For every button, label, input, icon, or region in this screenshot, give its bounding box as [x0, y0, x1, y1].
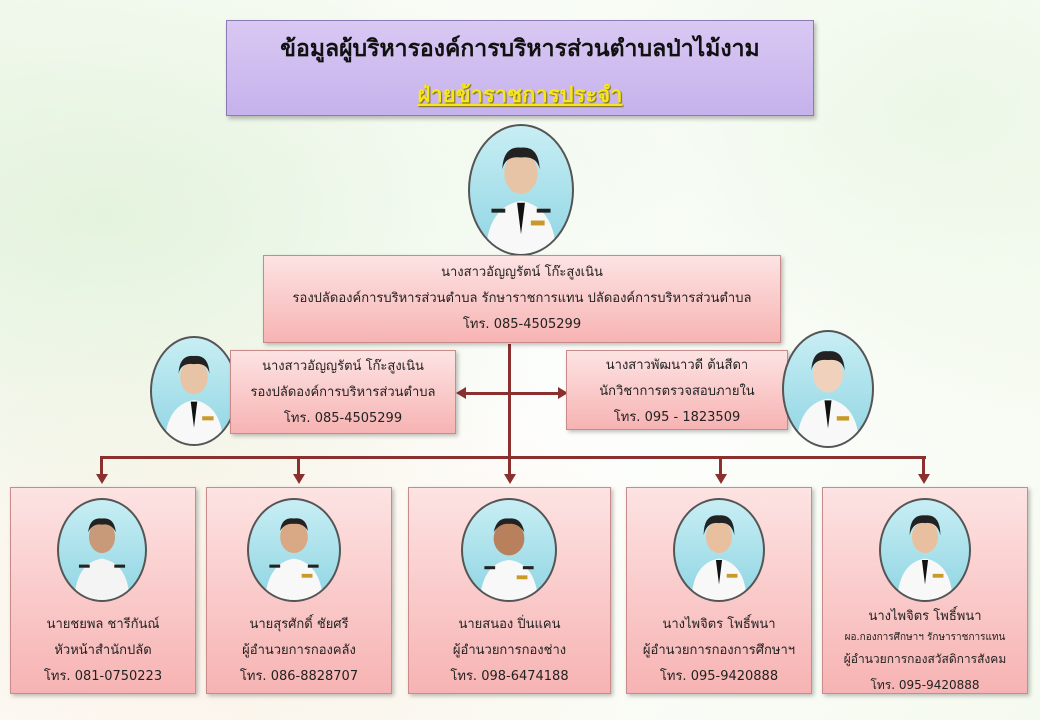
bottom-person-position-4: ผู้อำนวยการกองการศึกษาฯ	[642, 643, 796, 658]
page-title: ข้อมูลผู้บริหารองค์การบริหารส่วนตำบลป่าไ…	[280, 36, 760, 62]
connector-drop-1	[100, 456, 103, 476]
arrow-left-icon	[456, 387, 466, 399]
bottom-person-position-3: ผู้อำนวยการกองช่าง	[452, 643, 567, 658]
bottom-person-name-4: นางไพจิตร โพธิ์พนา	[662, 617, 776, 632]
right-person-phone: โทร. 095 - 1823509	[613, 410, 741, 425]
connector-drop-5	[922, 456, 925, 476]
person-portrait-icon	[74, 518, 130, 600]
connector-drop-4	[719, 456, 722, 476]
arrow-down-icon	[96, 474, 108, 484]
right-person-position: นักวิชาการตรวจสอบภายใน	[599, 384, 755, 399]
bottom-person-phone-4: โทร. 095-9420888	[659, 669, 779, 684]
connector-bus-horizontal	[100, 456, 926, 459]
left-person-card: นางสาวอัญญรัตน์ โก๊ะสูงเนิน รองปลัดองค์ก…	[230, 350, 456, 434]
top-person-position: รองปลัดองค์การบริหารส่วนตำบล รักษาราชการ…	[292, 291, 752, 306]
bottom-person-note-5: ผอ.กองการศึกษาฯ รักษาราชการแทน	[844, 632, 1006, 643]
connector-main-vertical	[508, 344, 511, 474]
bottom-person-photo-3	[461, 498, 557, 602]
bottom-person-photo-1	[57, 498, 147, 602]
bottom-person-position-5: ผู้อำนวยการกองสวัสดิการสังคม	[843, 652, 1007, 666]
bottom-person-name-3: นายสนอง ปิ่นแคน	[458, 617, 561, 632]
bottom-card-3: นายสนอง ปิ่นแคน ผู้อำนวยการกองช่าง โทร. …	[408, 487, 611, 694]
top-person-name: นางสาวอัญญรัตน์ โก๊ะสูงเนิน	[441, 265, 603, 280]
bottom-person-photo-4	[673, 498, 765, 602]
person-portrait-icon	[485, 147, 557, 254]
person-portrait-icon	[264, 518, 324, 600]
bottom-person-phone-1: โทร. 081-0750223	[43, 669, 163, 684]
connector-drop-2	[297, 456, 300, 476]
arrow-right-icon	[558, 387, 568, 399]
bottom-person-name-2: นายสุรศักดิ์ ชัยศรี	[249, 617, 349, 632]
arrow-down-icon	[918, 474, 930, 484]
left-person-name: นางสาวอัญญรัตน์ โก๊ะสูงเนิน	[262, 359, 424, 374]
bottom-person-phone-2: โทร. 086-8828707	[239, 669, 359, 684]
left-person-position: รองปลัดองค์การบริหารส่วนตำบล	[250, 385, 436, 400]
arrow-down-icon	[504, 474, 516, 484]
right-person-name: นางสาวพัฒนาวดี ต้นสีดา	[605, 358, 749, 373]
person-portrait-icon	[796, 351, 860, 446]
bottom-card-2: นายสุรศักดิ์ ชัยศรี ผู้อำนวยการกองคลัง โ…	[206, 487, 392, 694]
bottom-person-phone-5: โทร. 095-9420888	[870, 678, 980, 692]
title-box: ข้อมูลผู้บริหารองค์การบริหารส่วนตำบลป่าไ…	[226, 20, 814, 116]
bottom-person-photo-2	[247, 498, 341, 602]
arrow-down-icon	[715, 474, 727, 484]
bottom-person-position-2: ผู้อำนวยการกองคลัง	[242, 643, 356, 658]
connector-side-horizontal	[462, 392, 562, 395]
bottom-card-1: นายชยพล ชารีกันณ์ หัวหน้าสำนักปลัด โทร. …	[10, 487, 196, 694]
bottom-person-position-1: หัวหน้าสำนักปลัด	[54, 643, 152, 658]
bottom-person-name-5: นางไพจิตร โพธิ์พนา	[868, 609, 982, 624]
person-portrait-icon	[897, 515, 953, 600]
right-person-card: นางสาวพัฒนาวดี ต้นสีดา นักวิชาการตรวจสอบ…	[566, 350, 788, 430]
right-person-photo	[782, 330, 874, 448]
bottom-person-photo-5	[879, 498, 971, 602]
top-person-card: นางสาวอัญญรัตน์ โก๊ะสูงเนิน รองปลัดองค์ก…	[263, 255, 781, 343]
left-person-phone: โทร. 085-4505299	[283, 411, 403, 426]
person-portrait-icon	[164, 355, 224, 444]
bottom-card-4: นางไพจิตร โพธิ์พนา ผู้อำนวยการกองการศึกษ…	[626, 487, 812, 694]
top-person-phone: โทร. 085-4505299	[462, 317, 582, 332]
arrow-down-icon	[293, 474, 305, 484]
bottom-person-name-1: นายชยพล ชารีกันณ์	[46, 617, 160, 632]
top-person-photo	[468, 124, 574, 256]
page-subtitle: ฝ่ายข้าราชการประจำ	[417, 83, 623, 108]
left-person-photo	[150, 336, 238, 446]
person-portrait-icon	[691, 515, 747, 600]
bottom-person-phone-3: โทร. 098-6474188	[450, 669, 569, 684]
person-portrait-icon	[479, 518, 539, 600]
bottom-card-5: นางไพจิตร โพธิ์พนา ผอ.กองการศึกษาฯ รักษา…	[822, 487, 1028, 694]
